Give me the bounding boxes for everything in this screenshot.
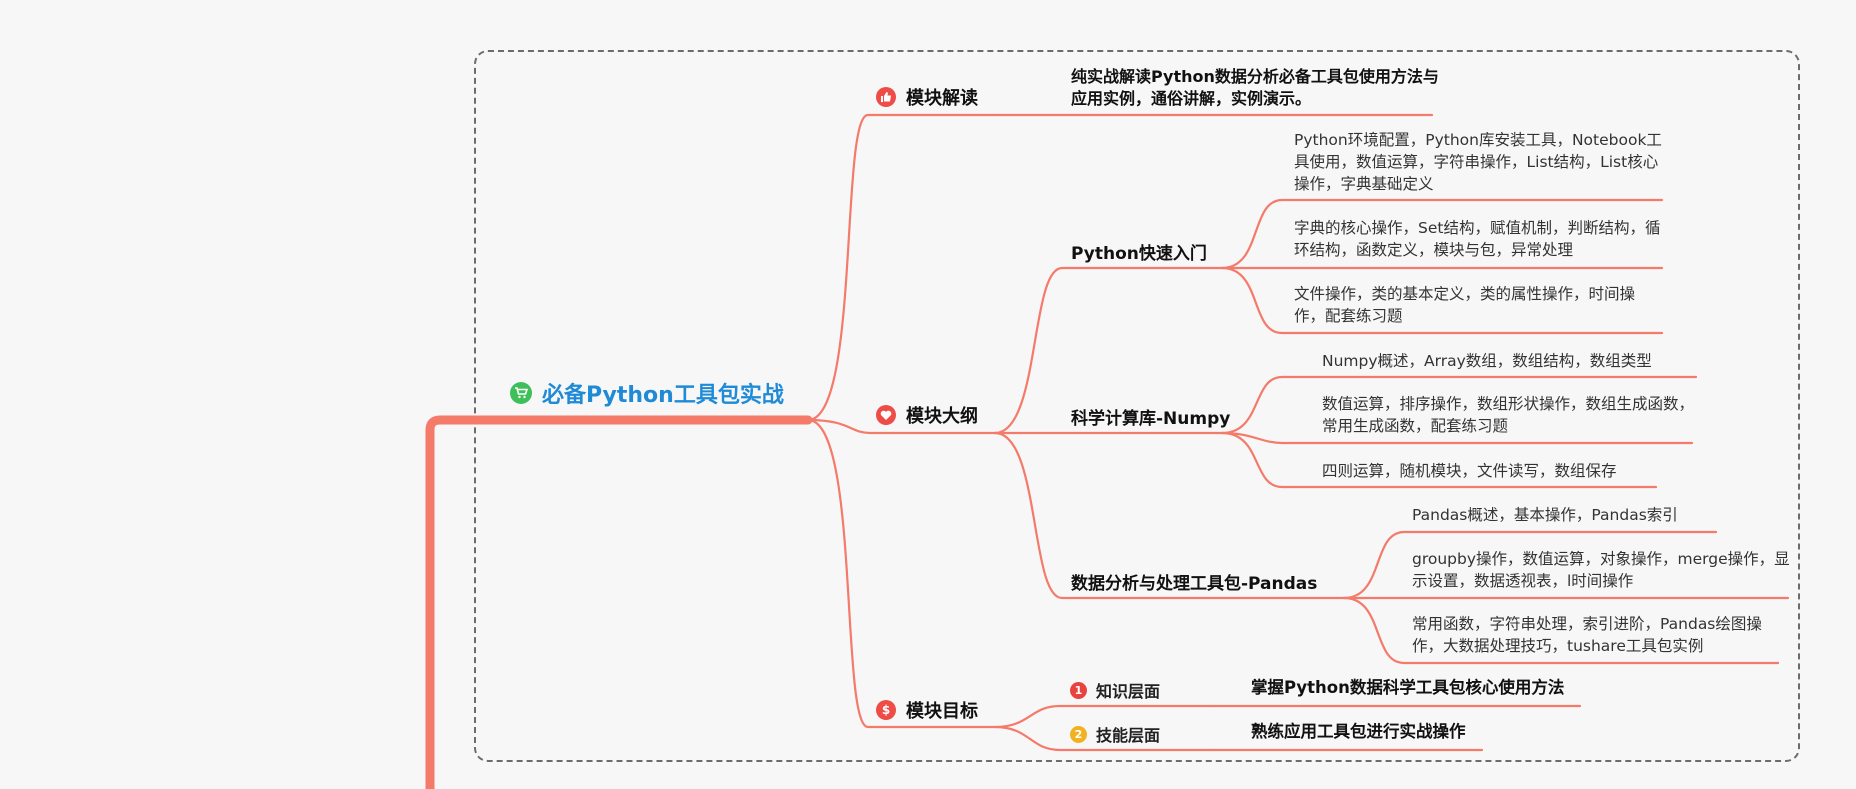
branch-topic-pandas [993,431,1346,600]
thumbs-up-icon [876,87,896,107]
leaf-python-3[interactable]: 文件操作，类的基本定义，类的属性操作，时间操作，配套练习题 [1294,285,1636,325]
leaf-line-py-1 [1220,198,1664,270]
leaf-pandas-2[interactable]: groupby操作，数值运算，对象操作，merge操作，显示设置，数据透视表，l… [1412,550,1790,590]
branch-goal-2 [993,725,1214,752]
module-intro[interactable]: 模块解读 [876,84,978,110]
leaf-python-1[interactable]: Python环境配置，Python库安装工具，Notebook工具使用，数值运算… [1294,131,1662,193]
module-outline[interactable]: 模块大纲 [876,402,978,428]
module-intro-label: 模块解读 [906,88,978,109]
goal-knowledge-text[interactable]: 掌握Python数据科学工具包核心使用方法 [1251,678,1565,697]
number-one-icon: 1 [1070,681,1087,699]
root-label: 必备Python工具包实战 [542,383,784,408]
goal-knowledge-label: 知识层面 [1096,682,1161,701]
module-goals[interactable]: $ 模块目标 [876,697,978,723]
heart-icon [876,405,896,425]
dollar-icon: $ [876,700,896,720]
branch-topic-python [993,266,1224,435]
branch-goals [806,418,997,729]
trunk-line [425,415,813,789]
number-two-icon: 2 [1070,725,1087,743]
topic-python[interactable]: Python快速入门 [1071,244,1207,264]
goal-skill-label: 技能层面 [1096,726,1161,745]
leaf-python-2[interactable]: 字典的核心操作，Set结构，赋值机制，判断结构，循环结构，函数定义，模块与包，异… [1294,219,1661,259]
cart-icon [510,382,532,404]
intro-text: 纯实战解读Python数据分析必备工具包使用方法与应用实例，通俗讲解，实例演示。 [1071,67,1439,108]
leaf-line-py-3 [1220,266,1664,335]
leaf-pandas-3[interactable]: 常用函数，字符串处理，索引进阶，Pandas绘图操作，大数据处理技巧，tusha… [1412,615,1762,655]
leaf-numpy-3[interactable]: 四则运算，随机模块，文件读写，数组保存 [1322,462,1617,480]
goal-skill-text[interactable]: 熟练应用工具包进行实战操作 [1251,722,1466,741]
module-outline-label: 模块大纲 [906,406,978,427]
summary-boundary [474,50,1800,762]
leaf-line-np-1 [1220,375,1698,435]
leaf-numpy-1[interactable]: Numpy概述，Array数组，数组结构，数组类型 [1322,352,1652,370]
leaf-line-pd-1 [1342,530,1718,600]
topic-pandas[interactable]: 数据分析与处理工具包-Pandas [1071,574,1318,594]
leaf-line-np-3 [1220,431,1658,489]
root-topic[interactable]: 必备Python工具包实战 [510,377,784,409]
leaf-line-pd-3 [1342,596,1780,665]
branch-outline [806,418,997,435]
goal-knowledge[interactable]: 1 知识层面 [1070,678,1160,702]
module-goals-label: 模块目标 [906,701,978,722]
leaf-pandas-1[interactable]: Pandas概述，基本操作，Pandas索引 [1412,506,1678,524]
topic-numpy[interactable]: 科学计算库-Numpy [1071,409,1231,429]
branch-goal-1 [993,704,1214,729]
leaf-numpy-2[interactable]: 数值运算，排序操作，数组形状操作，数组生成函数，常用生成函数，配套练习题 [1322,395,1695,435]
goal-skill[interactable]: 2 技能层面 [1070,722,1160,746]
branch-intro [806,113,997,422]
